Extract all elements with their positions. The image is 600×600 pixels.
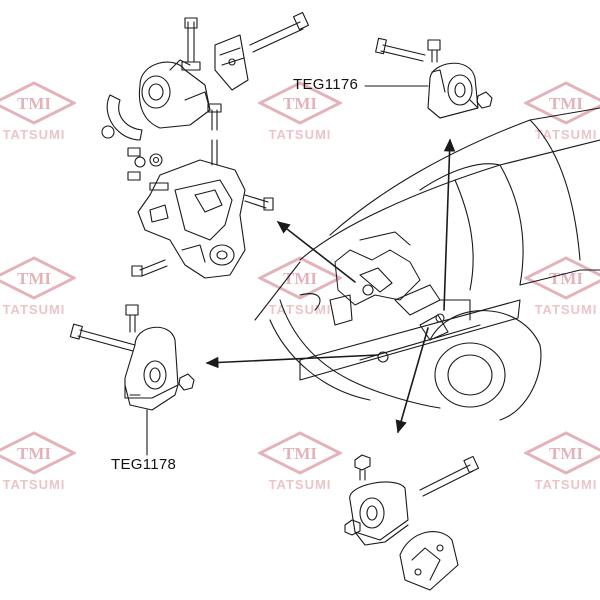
tatsumi-watermark: TMI TATSUMI bbox=[516, 256, 600, 326]
part-label-teg1178: TEG1178 bbox=[111, 456, 177, 473]
tatsumi-brand-text: TATSUMI bbox=[2, 302, 66, 317]
tmi-logo-icon: TMI bbox=[258, 81, 342, 125]
tatsumi-brand-text: TATSUMI bbox=[534, 302, 598, 317]
arrow-to-teg1176 bbox=[443, 138, 456, 311]
tmi-logo-icon: TMI bbox=[0, 431, 76, 475]
svg-text:TMI: TMI bbox=[549, 444, 583, 463]
svg-text:TMI: TMI bbox=[283, 444, 317, 463]
upper-mount-assembly bbox=[101, 11, 310, 279]
teg1178-mount-drawing bbox=[69, 304, 195, 456]
tatsumi-watermark: TMI TATSUMI bbox=[516, 431, 600, 501]
tatsumi-brand-text: TATSUMI bbox=[268, 302, 332, 317]
tatsumi-brand-text: TATSUMI bbox=[2, 477, 66, 492]
svg-text:TMI: TMI bbox=[17, 94, 51, 113]
tmi-logo-icon: TMI bbox=[524, 431, 600, 475]
tatsumi-brand-text: TATSUMI bbox=[534, 477, 598, 492]
tatsumi-watermark: TMI TATSUMI bbox=[250, 256, 350, 326]
tatsumi-brand-text: TATSUMI bbox=[268, 477, 332, 492]
tatsumi-brand-text: TATSUMI bbox=[2, 127, 66, 142]
tmi-logo-icon: TMI bbox=[0, 81, 76, 125]
arrow-to-lower-mount bbox=[395, 327, 429, 434]
svg-text:TMI: TMI bbox=[549, 269, 583, 288]
svg-text:TMI: TMI bbox=[17, 444, 51, 463]
tatsumi-watermark: TMI TATSUMI bbox=[0, 431, 84, 501]
arrow-to-upper-mount bbox=[276, 221, 356, 283]
svg-text:TMI: TMI bbox=[549, 94, 583, 113]
arrow-to-teg1178 bbox=[205, 354, 379, 369]
svg-text:TMI: TMI bbox=[283, 94, 317, 113]
tatsumi-watermark: TMI TATSUMI bbox=[0, 81, 84, 151]
tmi-logo-icon: TMI bbox=[0, 256, 76, 300]
svg-text:TMI: TMI bbox=[17, 269, 51, 288]
callout-arrows bbox=[205, 138, 456, 434]
teg1176-mount-drawing bbox=[375, 37, 493, 119]
tmi-logo-icon: TMI bbox=[258, 431, 342, 475]
tmi-logo-icon: TMI bbox=[524, 81, 600, 125]
tatsumi-watermark: TMI TATSUMI bbox=[250, 81, 350, 151]
part-label-teg1176: TEG1176 bbox=[293, 76, 359, 93]
tmi-logo-icon: TMI bbox=[258, 256, 342, 300]
tatsumi-watermark: TMI TATSUMI bbox=[516, 81, 600, 151]
svg-text:TMI: TMI bbox=[283, 269, 317, 288]
tmi-logo-icon: TMI bbox=[524, 256, 600, 300]
tatsumi-brand-text: TATSUMI bbox=[534, 127, 598, 142]
tatsumi-watermark: TMI TATSUMI bbox=[0, 256, 84, 326]
tatsumi-watermark: TMI TATSUMI bbox=[250, 431, 350, 501]
car-front-outline bbox=[254, 107, 600, 421]
lower-mount-drawing bbox=[344, 454, 480, 591]
tatsumi-brand-text: TATSUMI bbox=[268, 127, 332, 142]
